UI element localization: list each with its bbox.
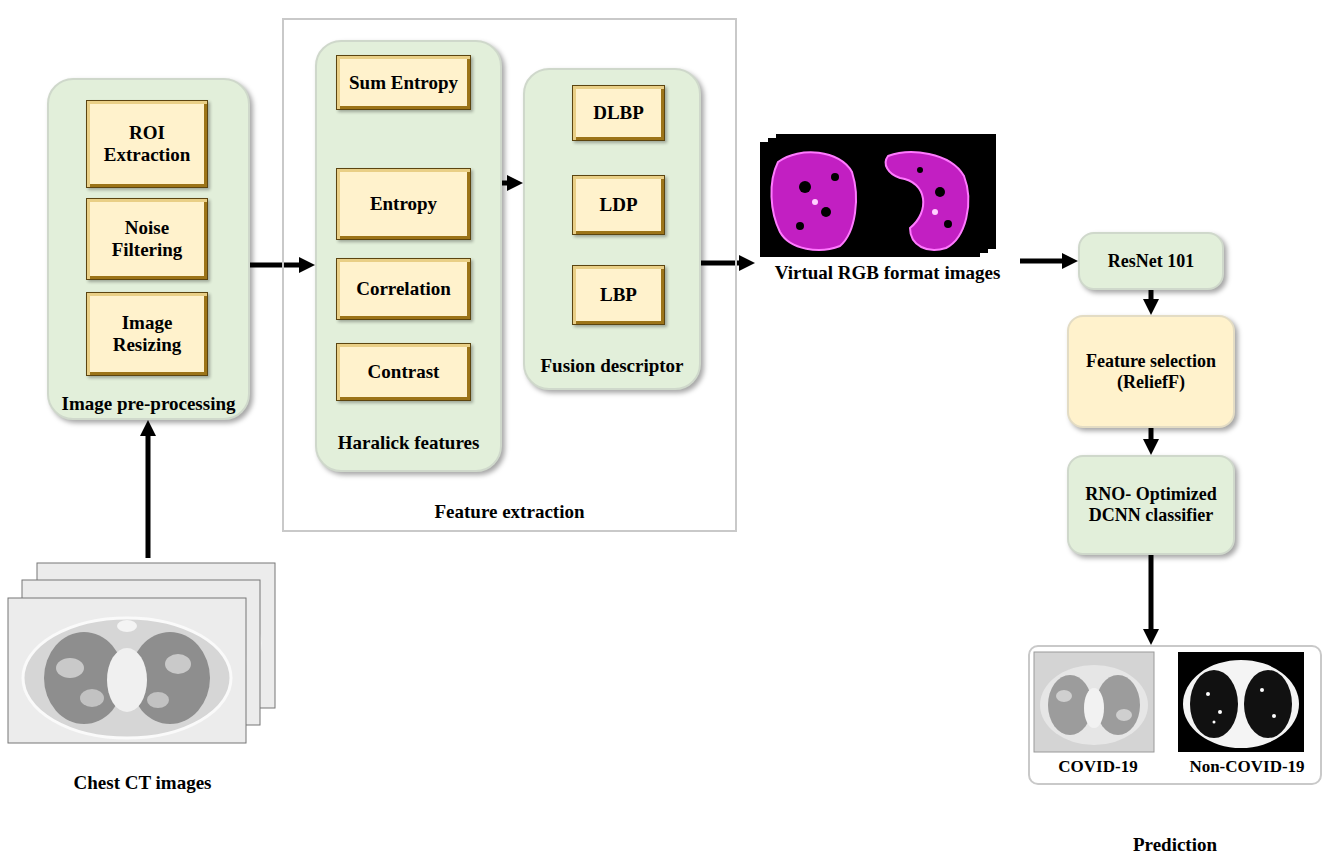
feature-box: Contrast bbox=[336, 343, 471, 401]
descriptor-box: DLBP bbox=[572, 85, 665, 141]
flow-arrow bbox=[250, 263, 309, 268]
text-slot: Noise Filtering bbox=[87, 199, 207, 279]
text-slot: Contrast bbox=[337, 344, 470, 400]
ct-image-front bbox=[8, 598, 246, 743]
rgb-image-front bbox=[760, 142, 980, 257]
feature-box: Sum Entropy bbox=[336, 55, 471, 110]
process-box: ROI Extraction bbox=[86, 100, 208, 188]
group-box: Sum EntropyEntropyCorrelationContrastHar… bbox=[315, 40, 502, 472]
node-text: RNO- Optimized DCNN classifier bbox=[1075, 484, 1227, 525]
text-slot: Entropy bbox=[337, 169, 470, 239]
group-box: ROI ExtractionNoise FilteringImage Resiz… bbox=[47, 78, 250, 420]
text-slot: Fusion descriptor bbox=[523, 350, 701, 382]
classifier-box: RNO- Optimized DCNN classifier bbox=[1067, 455, 1235, 555]
feature-box: Correlation bbox=[336, 258, 471, 320]
text-slot: Non-COVID-19 bbox=[1176, 753, 1318, 781]
text-slot: Sum Entropy bbox=[337, 56, 470, 109]
node-text: ROI Extraction bbox=[93, 122, 201, 166]
node-text: Noise Filtering bbox=[93, 217, 201, 261]
text-slot: ROI Extraction bbox=[87, 101, 207, 187]
text-slot: Correlation bbox=[337, 259, 470, 319]
group-box: DLBP LDP LBP Fusion descriptor bbox=[523, 68, 701, 390]
output-panel: COVID-19Non-COVID-19Prediction bbox=[1028, 645, 1322, 785]
text-slot: Haralick features bbox=[315, 426, 502, 460]
text-slot: Image Resizing bbox=[87, 293, 207, 375]
node-text: LDP bbox=[600, 194, 638, 216]
node-text: Feature selection (ReliefF) bbox=[1075, 351, 1227, 392]
flow-arrow bbox=[1020, 259, 1072, 264]
node-label: Haralick features bbox=[338, 432, 480, 454]
flow-arrow bbox=[701, 261, 749, 266]
text-slot: Feature selection (ReliefF) bbox=[1069, 317, 1233, 426]
feature-box: Entropy bbox=[336, 168, 471, 240]
text-slot: Image pre-processing bbox=[47, 386, 250, 422]
node-label: Chest CT images bbox=[74, 772, 212, 794]
node-label: Fusion descriptor bbox=[540, 355, 683, 377]
flow-arrow bbox=[502, 181, 517, 186]
text-slot: COVID-19 bbox=[1032, 753, 1164, 781]
process-box: Noise Filtering bbox=[86, 198, 208, 280]
text-slot: DLBP bbox=[573, 86, 664, 140]
covid-ct-image bbox=[1034, 652, 1154, 752]
flow-arrow bbox=[1149, 555, 1154, 639]
text-slot: Feature extraction bbox=[282, 496, 737, 528]
node-text: Entropy bbox=[370, 193, 437, 215]
flow-arrow bbox=[1149, 290, 1154, 309]
node-label: Prediction bbox=[1133, 834, 1217, 856]
node-label: Image pre-processing bbox=[62, 393, 236, 415]
process-box: Image Resizing bbox=[86, 292, 208, 376]
node-label: COVID-19 bbox=[1058, 757, 1137, 777]
non-covid-ct-image bbox=[1178, 652, 1304, 752]
image-stack: Chest CT images bbox=[5, 558, 280, 798]
section-frame: Sum EntropyEntropyCorrelationContrastHar… bbox=[282, 18, 737, 532]
text-slot: ResNet 101 bbox=[1080, 234, 1222, 288]
node-text: Contrast bbox=[368, 361, 440, 383]
flow-arrow bbox=[1149, 428, 1154, 449]
node-text: LBP bbox=[600, 284, 637, 306]
node-label: Virtual RGB format images bbox=[775, 262, 1001, 284]
selection-box: Feature selection (ReliefF) bbox=[1067, 315, 1235, 428]
text-slot: Chest CT images bbox=[5, 768, 280, 798]
node-text: DLBP bbox=[593, 102, 644, 124]
network-box: ResNet 101 bbox=[1078, 232, 1224, 290]
node-text: Sum Entropy bbox=[349, 72, 458, 94]
node-text: Correlation bbox=[356, 278, 451, 300]
node-text: ResNet 101 bbox=[1108, 251, 1194, 272]
node-label: Non-COVID-19 bbox=[1189, 757, 1304, 777]
text-slot: Prediction bbox=[1028, 831, 1322, 859]
text-slot: LDP bbox=[573, 176, 664, 234]
image-stack: Virtual RGB format images bbox=[755, 130, 1020, 290]
text-slot: LBP bbox=[573, 266, 664, 324]
node-label: Feature extraction bbox=[434, 501, 584, 523]
node-text: Image Resizing bbox=[93, 312, 201, 356]
text-slot: Virtual RGB format images bbox=[755, 258, 1020, 288]
text-slot: RNO- Optimized DCNN classifier bbox=[1069, 457, 1233, 553]
descriptor-box: LDP bbox=[572, 175, 665, 235]
descriptor-box: LBP bbox=[572, 265, 665, 325]
flow-arrow bbox=[146, 426, 151, 558]
